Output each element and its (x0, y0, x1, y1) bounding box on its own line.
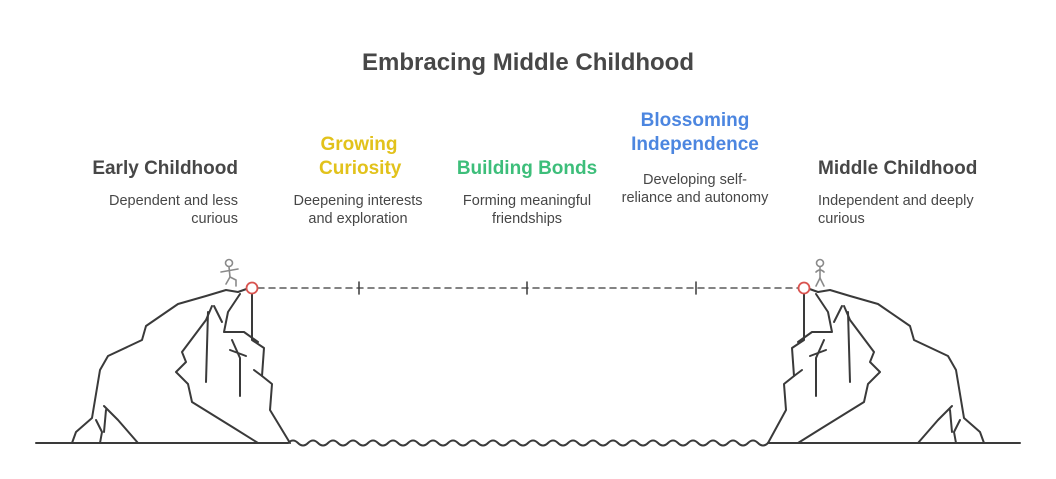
water-waves (287, 439, 769, 447)
person-standing-icon (815, 258, 825, 287)
stage-building-bonds-title: Building Bonds (456, 158, 598, 179)
person-balancing-icon (220, 258, 239, 287)
end-marker (797, 281, 811, 295)
right-cliff (767, 286, 985, 444)
stage-early-childhood-description: Dependent and less curious (109, 193, 238, 227)
stage-early-childhood-title: Early Childhood (92, 158, 238, 179)
start-marker (245, 281, 259, 295)
stage-middle-childhood-title: Middle Childhood (818, 158, 978, 179)
stage-middle-childhood-description: Independent and deeply curious (818, 193, 974, 227)
stage-blossoming-independence-description: Developing self-reliance and autonomy (621, 172, 769, 206)
stage-growing-curiosity-description: Deepening interests and exploration (293, 193, 423, 227)
left-cliff (71, 286, 291, 444)
stage-growing-curiosity-title: Growing Curiosity (319, 134, 402, 179)
diagram-title: Embracing Middle Childhood (362, 49, 694, 76)
stage-blossoming-independence-title: Blossoming Independence (631, 110, 759, 155)
stage-building-bonds-description: Forming meaningful friendships (462, 193, 592, 227)
